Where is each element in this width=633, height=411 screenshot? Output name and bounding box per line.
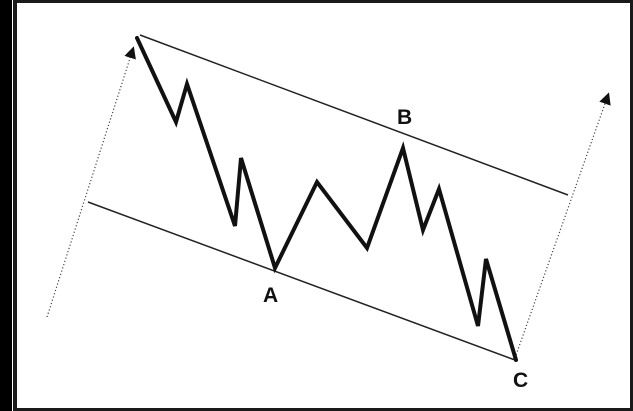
right-dotted-guide-arrow <box>514 92 611 359</box>
upper-channel-line <box>139 34 569 196</box>
price-path-line <box>135 36 518 362</box>
left-dotted-guide-arrow <box>46 46 136 318</box>
image-border <box>13 0 633 411</box>
point-label-b: B <box>397 106 412 129</box>
point-label-c: C <box>513 369 528 392</box>
left-dark-bar <box>0 0 12 411</box>
lower-channel-line <box>87 201 516 361</box>
point-label-a: A <box>263 284 278 307</box>
